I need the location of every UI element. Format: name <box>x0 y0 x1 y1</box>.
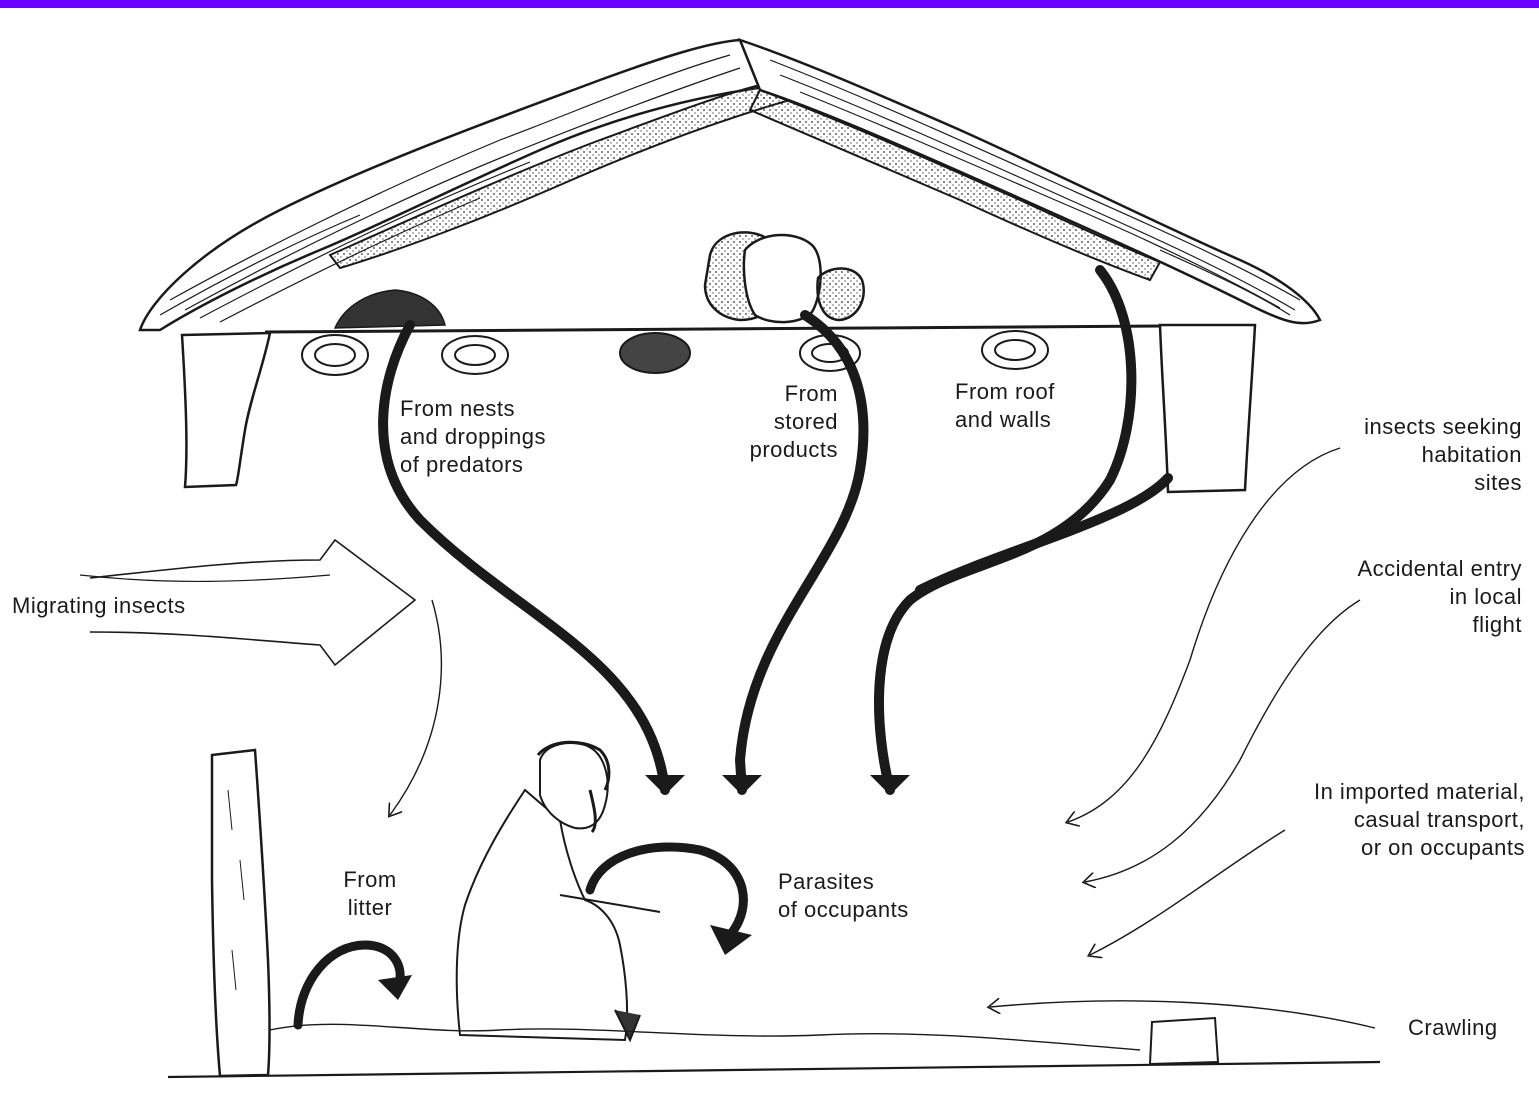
thick-arrow-heads <box>645 775 910 795</box>
person-figure <box>457 742 660 1040</box>
nests <box>302 331 1048 375</box>
stored-sacks <box>705 232 864 322</box>
label-migrating-insects: Migrating insects <box>12 592 186 620</box>
ground-line <box>168 1062 1380 1077</box>
bird-nest <box>335 290 445 328</box>
left-lower-post <box>212 750 270 1076</box>
stump <box>1150 1018 1218 1064</box>
right-wall-post <box>1160 325 1255 492</box>
label-crawling: Crawling <box>1408 1014 1498 1042</box>
floor-litter <box>270 1024 1140 1050</box>
left-wall-post <box>182 333 270 487</box>
label-imported: In imported material,casual transport,or… <box>1225 778 1525 862</box>
